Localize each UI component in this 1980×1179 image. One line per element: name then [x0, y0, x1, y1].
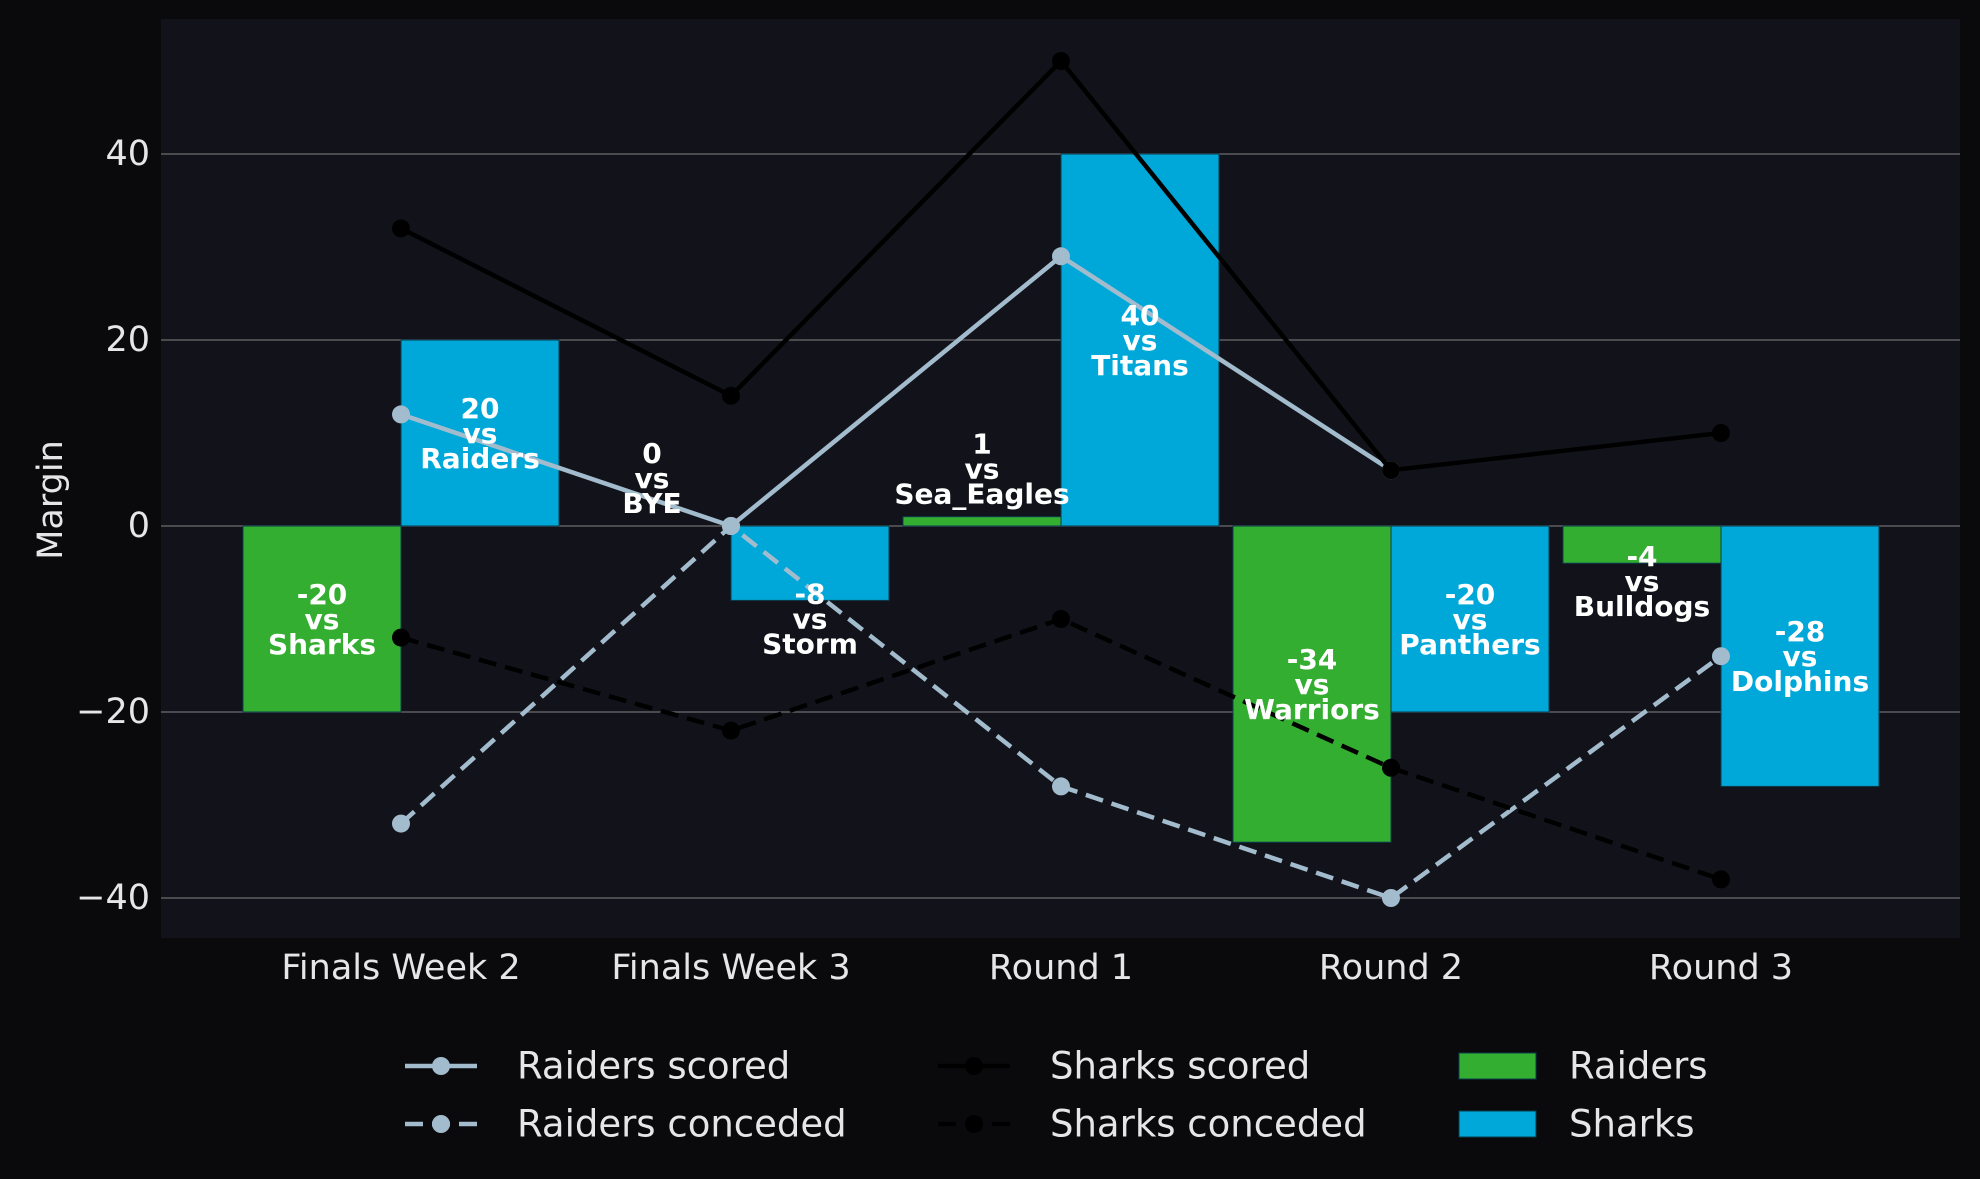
- bar-raiders-round-1: [902, 516, 1062, 527]
- bar-sharks-finals-week-2: [400, 339, 560, 527]
- legend-swatch-sharks: [1458, 1110, 1537, 1138]
- legend-marker-raiders-conceded: [432, 1115, 450, 1133]
- bar-raiders-round-3: [1562, 525, 1722, 564]
- bar-label-line: Sea_Eagles: [894, 478, 1069, 511]
- bar-label-line: 40: [1121, 299, 1160, 332]
- bar-label-line: vs: [463, 417, 498, 450]
- bar-label-line: vs: [965, 453, 1000, 486]
- series-lines: [392, 52, 1730, 907]
- y-tick-label: −40: [76, 878, 150, 918]
- point-sharks-conceded: [722, 721, 740, 740]
- legend-swatch-raiders: [1458, 1052, 1537, 1080]
- legend-marker-sharks-conceded: [965, 1115, 983, 1133]
- x-tick-label: Finals Week 2: [281, 948, 520, 988]
- bar-label-line: vs: [1453, 603, 1488, 636]
- point-sharks-conceded: [392, 628, 410, 647]
- point-raiders-conceded: [722, 517, 740, 535]
- bar-label-line: Sharks: [268, 628, 376, 661]
- point-sharks-scored: [1052, 52, 1070, 70]
- x-tick-label: Round 2: [1319, 948, 1463, 988]
- bar-label-line: 20: [461, 392, 500, 425]
- bar-label-line: -34: [1287, 643, 1338, 676]
- bar-label-line: Raiders: [420, 442, 540, 475]
- point-raiders-conceded: [1052, 777, 1070, 796]
- legend-label-sharks-scored: Sharks scored: [1050, 1045, 1310, 1088]
- legend-marker-raiders-scored: [432, 1057, 450, 1075]
- point-raiders-conceded: [392, 814, 410, 833]
- legend-label-sharks: Sharks: [1569, 1103, 1695, 1146]
- y-tick-label: 40: [105, 134, 150, 174]
- bar-label-line: vs: [1783, 640, 1818, 673]
- point-sharks-conceded: [1052, 610, 1070, 628]
- line-raiders-scored: [400, 254, 1393, 529]
- bar-sharks-round-3: [1720, 525, 1880, 787]
- legend-label-sharks-conceded: Sharks conceded: [1050, 1103, 1367, 1146]
- y-axis-label: Margin: [31, 440, 71, 560]
- bar-label-line: -8: [794, 577, 825, 610]
- point-raiders-scored: [1052, 247, 1070, 266]
- point-sharks-conceded: [1382, 758, 1400, 777]
- bar-label-line: Warriors: [1244, 693, 1380, 726]
- bars: [242, 153, 1880, 843]
- point-raiders-conceded: [1382, 889, 1400, 907]
- y-tick-label: 0: [128, 506, 150, 546]
- point-sharks-scored: [722, 386, 740, 405]
- bar-label-line: vs: [1295, 668, 1330, 701]
- legend-label-raiders-conceded: Raiders conceded: [517, 1103, 847, 1146]
- point-sharks-scored: [1382, 461, 1400, 480]
- x-tick-label: Round 1: [989, 948, 1133, 988]
- bar-label-line: -4: [1626, 540, 1657, 573]
- point-sharks-conceded: [1712, 870, 1730, 889]
- bar-label-line: BYE: [622, 487, 681, 520]
- bar-label-line: Titans: [1091, 349, 1189, 382]
- x-axis-ticks: Finals Week 2 Finals Week 3 Round 1 Round 2…: [281, 948, 1793, 988]
- y-tick-label: −20: [76, 692, 150, 732]
- bar-label-line: Panthers: [1399, 628, 1540, 661]
- bar-label-line: vs: [1123, 324, 1158, 357]
- point-raiders-scored: [392, 405, 410, 424]
- bar-label-line: Dolphins: [1731, 665, 1869, 698]
- x-tick-label: Round 3: [1649, 948, 1793, 988]
- legend-marker-sharks-scored: [965, 1057, 983, 1075]
- bar-label-line: -20: [1445, 578, 1496, 611]
- bar-label-line: 1: [972, 428, 991, 461]
- bar-sharks-round-2: [1390, 525, 1550, 713]
- bar-label-line: vs: [1625, 565, 1660, 598]
- bar-label-line: Storm: [762, 627, 858, 660]
- legend-label-raiders: Raiders: [1569, 1045, 1708, 1088]
- bar-label-line: vs: [305, 603, 340, 636]
- point-raiders-conceded: [1712, 647, 1730, 666]
- y-tick-label: 20: [105, 320, 150, 360]
- bar-label-line: -28: [1775, 615, 1826, 648]
- point-sharks-scored: [392, 219, 410, 238]
- bar-label-line: vs: [635, 462, 670, 495]
- bar-label-line: vs: [793, 602, 828, 635]
- point-sharks-scored: [1712, 424, 1730, 442]
- bar-raiders-round-2: [1232, 525, 1392, 843]
- bar-label-line: 0: [642, 437, 661, 470]
- x-tick-label: Finals Week 3: [611, 948, 850, 988]
- legend-label-raiders-scored: Raiders scored: [517, 1045, 790, 1088]
- bar-label-line: Bulldogs: [1574, 590, 1710, 623]
- bar-raiders-finals-week-2: [242, 525, 402, 713]
- y-axis-ticks: −40 −20 0 20 40: [76, 134, 150, 918]
- bar-label-line: -20: [297, 578, 348, 611]
